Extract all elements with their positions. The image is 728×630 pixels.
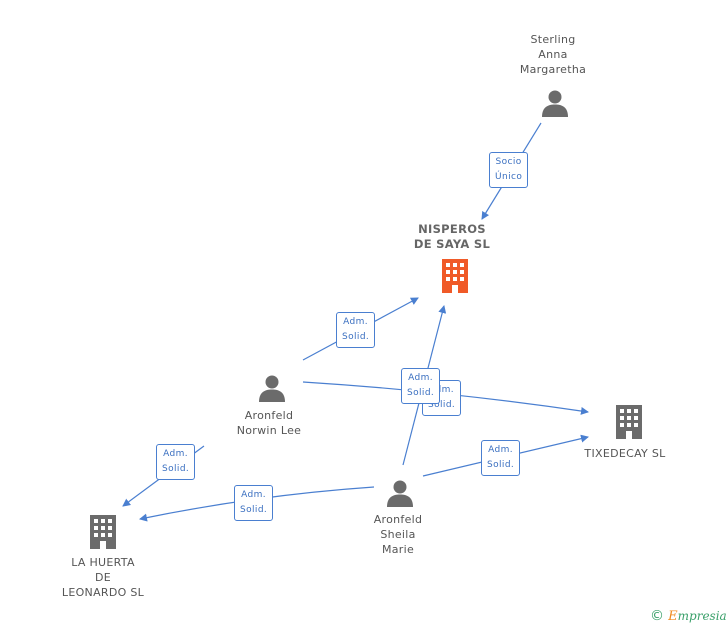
node-label-tixedecay[interactable]: TIXEDECAY SL [584,447,666,460]
brand-initial: E [668,609,678,624]
edge-label-sheila-la-huerta: Adm.Solid. [234,485,274,521]
person-icon-aronfeld-norwin[interactable] [257,373,287,403]
brand-name: mpresia [677,609,727,623]
edge-label-sheila-nisperos: Adm.Solid. [401,368,441,404]
edge-label-norwin-nisperos: Adm.Solid. [336,312,376,348]
person-icon-sterling[interactable] [540,88,570,118]
edge-label-sheila-tixedecay: Adm.Solid. [481,440,521,476]
empresia-footer[interactable]: © Empresia [650,608,727,624]
edge-label-norwin-la-huerta: Adm.Solid. [156,444,196,480]
person-icon-aronfeld-sheila[interactable] [385,478,415,508]
copyright-symbol: © [650,608,664,624]
building-icon-tixedecay[interactable] [613,404,645,440]
building-icon-nisperos[interactable] [439,258,471,294]
building-icon-la-huerta[interactable] [87,514,119,550]
